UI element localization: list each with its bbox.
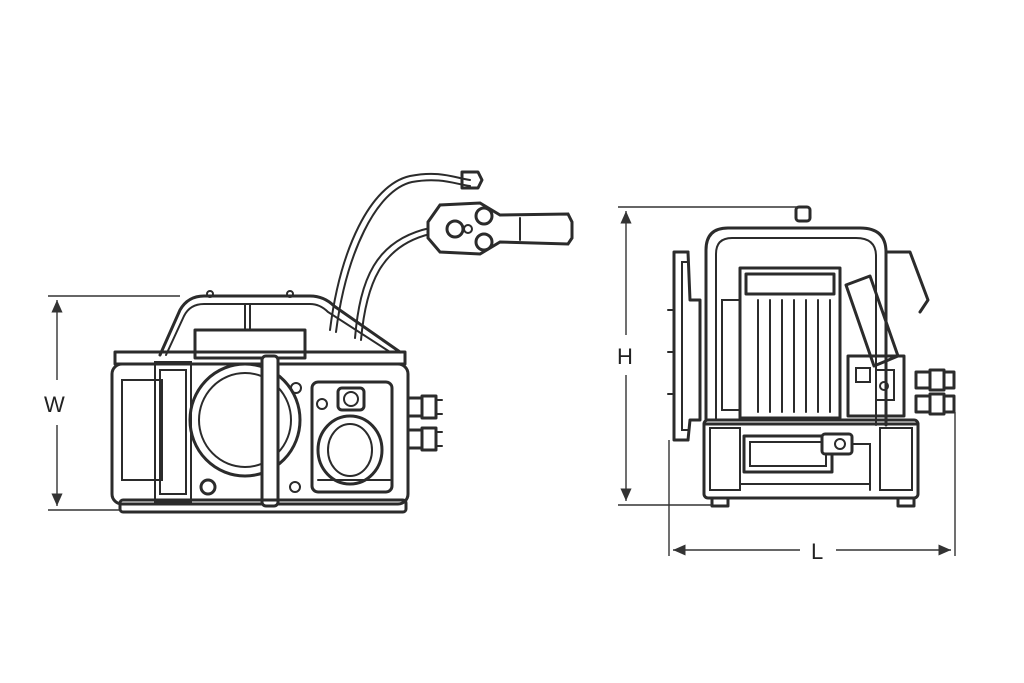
width-dimension: W <box>44 295 180 511</box>
oil-tank <box>702 418 920 500</box>
strap <box>260 354 280 508</box>
pendant-remote <box>426 201 574 256</box>
plug <box>460 170 484 190</box>
length-dimension: L <box>668 412 956 564</box>
top-view: W <box>44 170 574 514</box>
pump-body <box>110 354 443 514</box>
width-label: W <box>44 392 65 417</box>
motor <box>721 266 842 420</box>
length-label: L <box>811 539 823 564</box>
side-couplers <box>914 368 956 416</box>
pendant-cable-lower <box>354 227 431 339</box>
motor-housing <box>188 362 302 478</box>
height-label: H <box>617 344 633 369</box>
side-bracket <box>672 250 690 442</box>
carry-frame <box>158 294 402 357</box>
valve-block <box>310 380 394 494</box>
side-frame <box>704 226 888 427</box>
control-box <box>844 274 906 418</box>
height-dimension: H <box>617 206 800 506</box>
pendant-cable-upper <box>329 172 471 331</box>
hose-couplers <box>406 394 443 452</box>
side-view: H L <box>617 205 956 564</box>
